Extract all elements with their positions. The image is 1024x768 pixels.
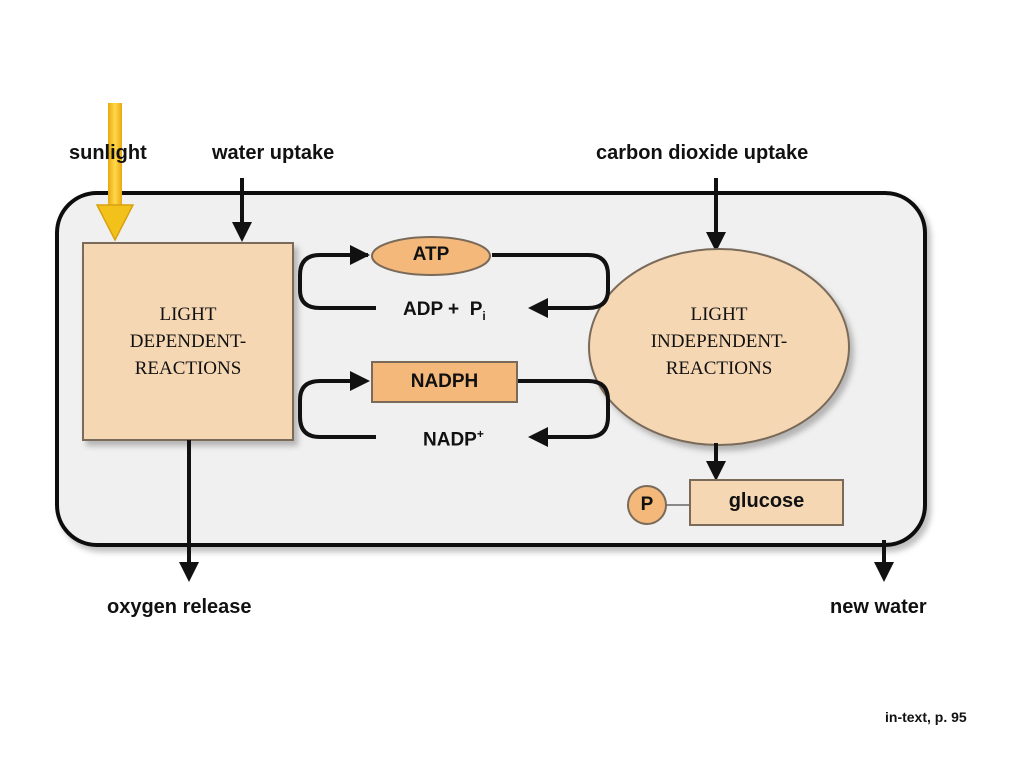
nadp-label: NADP+	[423, 427, 484, 451]
light-dependent-line2: DEPENDENT-	[129, 331, 247, 352]
pi-subscript: i	[482, 308, 486, 323]
light-independent-label: LIGHT INDEPENDENT- REACTIONS	[589, 301, 849, 382]
light-dependent-line1: LIGHT	[159, 304, 217, 325]
adp-return-arrow	[492, 253, 610, 318]
light-dependent-box	[82, 242, 294, 441]
sunlight-label: sunlight	[69, 142, 147, 164]
glucose-box	[689, 479, 844, 526]
light-independent-ellipse	[588, 248, 850, 446]
atp-label: ATP	[412, 244, 450, 265]
new-water-label: new water	[830, 596, 927, 618]
light-dependent-line3: REACTIONS	[134, 358, 242, 379]
nadp-superscript: +	[476, 427, 484, 441]
atp-out-arrow	[298, 253, 376, 310]
glucose-label: glucose	[728, 490, 805, 512]
sunlight-arrow	[95, 103, 135, 242]
adp-label: ADP +	[403, 299, 460, 320]
light-independent-line3: REACTIONS	[665, 358, 773, 379]
citation: in-text, p. 95	[885, 709, 967, 725]
carbon-dioxide-uptake-label: carbon dioxide uptake	[596, 142, 809, 164]
nadph-out-arrow	[298, 371, 376, 439]
light-independent-line1: LIGHT	[690, 304, 748, 325]
water-uptake-label: water uptake	[212, 142, 335, 164]
nadp-return-arrow	[518, 379, 610, 447]
pi-label: P	[469, 299, 483, 320]
phosphate-circle	[627, 485, 667, 525]
light-independent-line2: INDEPENDENT-	[650, 331, 788, 352]
nadp-main: NADP	[423, 429, 477, 451]
nadph-box	[371, 361, 518, 403]
oxygen-release-label: oxygen release	[107, 596, 252, 618]
nadph-label: NADPH	[410, 371, 479, 392]
phosphate-label: P	[640, 494, 654, 515]
adp-pi-label: ADP + Pi	[403, 299, 486, 323]
light-dependent-label: LIGHT DEPENDENT- REACTIONS	[83, 301, 293, 382]
atp-oval	[371, 236, 491, 276]
